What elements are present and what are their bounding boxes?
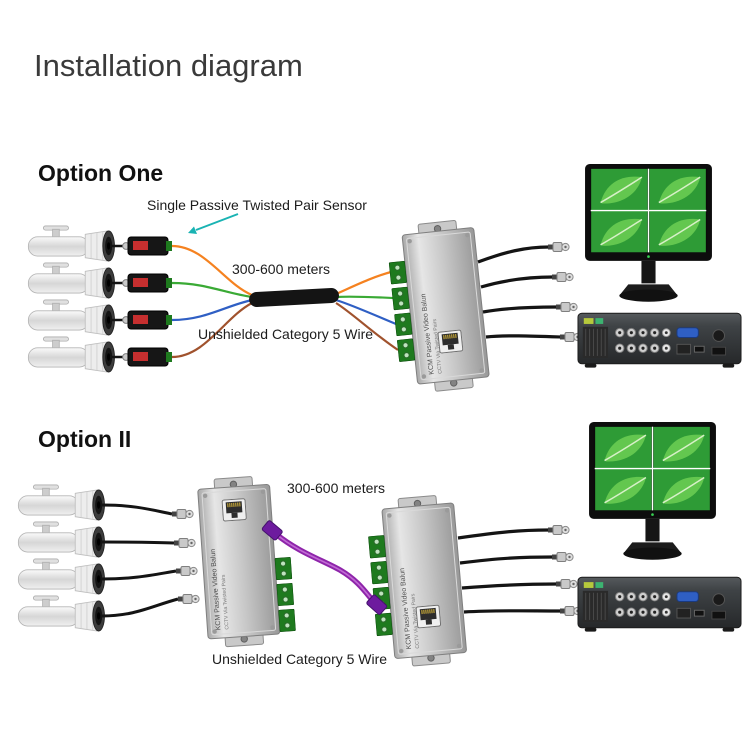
dvr-recorder bbox=[577, 576, 742, 633]
rj45-plug bbox=[366, 594, 388, 615]
bnc-connector bbox=[548, 242, 570, 252]
cctv-camera bbox=[17, 558, 105, 595]
terminal-block bbox=[274, 557, 293, 581]
bnc-connector bbox=[174, 538, 196, 548]
four-channel-balun-transmitter: KCM Passive Video Balun CCTV Via Twisted… bbox=[196, 474, 296, 649]
terminal-block bbox=[278, 608, 296, 632]
option-one-wire-label: Unshielded Category 5 Wire bbox=[198, 326, 374, 342]
bnc-connector bbox=[176, 566, 198, 576]
single-balun bbox=[110, 347, 172, 367]
bnc-output-cables bbox=[477, 242, 582, 342]
rj45-port-icon bbox=[221, 498, 247, 522]
terminal-block bbox=[276, 582, 294, 607]
terminal-block bbox=[370, 560, 389, 585]
option-two-diagram: KCM Passive Video Balun CCTV Via Twisted… bbox=[17, 422, 742, 669]
terminal-block bbox=[394, 312, 413, 337]
twisted-pair-wires bbox=[171, 244, 399, 359]
sensor-label: Single Passive Twisted Pair Sensor bbox=[147, 197, 367, 213]
bnc-connector bbox=[556, 579, 578, 589]
option-one-distance-label: 300-600 meters bbox=[232, 261, 331, 277]
option-two-heading: Option II bbox=[38, 426, 132, 452]
balun-sublabel: CCTV Via Twisted Pairs bbox=[410, 593, 421, 649]
bnc-connector bbox=[172, 509, 194, 519]
balun-sublabel: CCTV Via Twisted Pairs bbox=[432, 318, 444, 374]
quad-monitor bbox=[589, 422, 716, 560]
rj45-plug bbox=[261, 520, 283, 541]
cctv-camera bbox=[27, 262, 115, 299]
bnc-connector bbox=[552, 552, 574, 562]
bnc-connector bbox=[556, 302, 578, 312]
dvr-recorder bbox=[577, 312, 742, 369]
quad-monitor bbox=[585, 164, 712, 302]
bnc-connector bbox=[552, 272, 574, 282]
option-two-wire-label: Unshielded Category 5 Wire bbox=[212, 651, 388, 667]
cat5-cable bbox=[249, 288, 339, 307]
terminal-block bbox=[374, 612, 393, 637]
bnc-connector bbox=[178, 594, 200, 604]
cctv-camera bbox=[27, 225, 115, 262]
balun-sublabel: CCTV Via Twisted Pairs bbox=[221, 574, 231, 630]
page-title: Installation diagram bbox=[34, 48, 303, 83]
bnc-output-cables bbox=[457, 525, 582, 616]
rj45-port-icon bbox=[415, 604, 442, 629]
sensor-pointer-arrow bbox=[188, 213, 239, 234]
rj45-patch-cable bbox=[261, 520, 388, 615]
cctv-camera bbox=[17, 484, 105, 521]
option-two-distance-label: 300-600 meters bbox=[287, 480, 386, 496]
single-balun bbox=[110, 236, 172, 256]
option-one-heading: Option One bbox=[38, 160, 164, 186]
terminal-block bbox=[388, 260, 408, 285]
four-channel-balun-receiver: KCM Passive Video Balun CCTV Via Twisted… bbox=[368, 493, 468, 669]
camera-bnc-cables bbox=[101, 503, 200, 618]
single-balun bbox=[110, 310, 172, 330]
single-channel-baluns bbox=[110, 236, 172, 367]
cctv-camera bbox=[27, 299, 115, 336]
rj45-port-icon bbox=[437, 329, 464, 354]
single-balun bbox=[110, 273, 172, 293]
cctv-camera bbox=[17, 595, 105, 632]
bnc-connector bbox=[548, 525, 570, 535]
cctv-camera bbox=[17, 521, 105, 558]
terminal-block bbox=[368, 535, 387, 559]
option-one-diagram: KCM Passive Video Balun CCTV Via Twisted… bbox=[27, 164, 742, 394]
terminal-block bbox=[391, 286, 410, 311]
cctv-camera bbox=[27, 336, 115, 373]
terminal-block bbox=[396, 338, 416, 362]
four-channel-balun-receiver: KCM Passive Video Balun CCTV Via Twisted… bbox=[388, 218, 491, 394]
